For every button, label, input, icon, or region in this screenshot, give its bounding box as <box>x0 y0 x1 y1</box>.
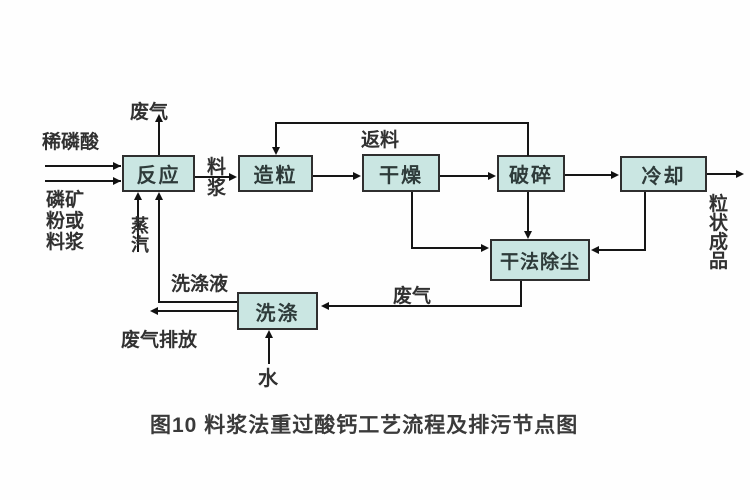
flow-line-reaction-granulation <box>195 176 231 178</box>
label-water: 水 <box>258 368 278 390</box>
arrowhead-acid-feed <box>113 162 121 170</box>
flow-line-steam <box>137 200 139 252</box>
node-washing: 洗涤 <box>237 292 318 330</box>
flow-line-cooling-dedust-v <box>644 192 646 250</box>
label-slurry: 料浆 <box>207 157 227 199</box>
flow-line-dedust-wash-v <box>520 281 522 307</box>
label-washing-liquid: 洗涤液 <box>171 274 229 295</box>
flow-line-washliquid-h <box>158 301 237 303</box>
node-reaction: 反应 <box>122 155 195 192</box>
arrowhead-discharge <box>150 307 158 315</box>
arrowhead-washliquid-reaction <box>155 192 163 200</box>
arrowhead-dedust-wash <box>321 302 329 310</box>
node-drying: 干燥 <box>362 154 440 192</box>
flow-line-crushing-dedust <box>527 192 529 233</box>
arrowhead-cooling-product <box>736 170 744 178</box>
arrowhead-drying-dedust <box>481 244 489 252</box>
label-dilute-phosphoric-acid: 稀磷酸 <box>42 132 100 153</box>
flow-line-dedust-wash-h <box>329 305 522 307</box>
flow-line-granulation-drying <box>313 175 355 177</box>
flow-line-discharge <box>158 310 237 312</box>
arrowhead-water-washing <box>265 330 273 338</box>
arrowhead-rock-feed <box>113 177 121 185</box>
label-waste-gas-bottom: 废气 <box>393 286 432 307</box>
flow-line-recycle-across <box>275 122 529 124</box>
arrowhead-reaction-granulation <box>229 173 237 181</box>
flow-line-water <box>268 338 270 364</box>
arrowhead-crushing-cooling <box>611 171 619 179</box>
arrowhead-recycle-granulation <box>272 147 280 155</box>
flow-line-drying-dedust-h <box>411 247 483 249</box>
arrowhead-drying-crushing <box>488 172 496 180</box>
arrowhead-wastegas-up <box>155 114 163 122</box>
label-waste-gas-discharge: 废气排放 <box>121 330 198 351</box>
arrowhead-granulation-drying <box>353 172 361 180</box>
arrowhead-cooling-dedust <box>591 246 599 254</box>
label-return-material: 返料 <box>361 130 400 151</box>
flow-line-recycle-rise <box>527 122 529 156</box>
label-steam: 蒸汽 <box>131 216 149 255</box>
flow-line-drying-dedust-v <box>411 192 413 249</box>
flow-line-recycle-drop <box>275 122 277 148</box>
label-phosphate-rock-or-slurry: 磷矿粉或料浆 <box>46 190 85 253</box>
flow-line-drying-crushing <box>440 175 490 177</box>
flow-line-cooling-dedust-h <box>599 249 646 251</box>
figure-caption: 图10 料浆法重过酸钙工艺流程及排污节点图 <box>150 414 579 437</box>
arrowhead-steam-reaction <box>134 192 142 200</box>
label-waste-gas-top: 废气 <box>130 102 169 123</box>
node-crushing: 破碎 <box>497 155 565 192</box>
flow-line-cooling-product <box>707 173 738 175</box>
flow-line-acid-feed <box>45 165 121 167</box>
node-granulation: 造粒 <box>238 155 313 192</box>
flow-line-crushing-cooling <box>565 174 613 176</box>
flow-line-washliquid-v <box>158 200 160 303</box>
flow-line-rock-feed <box>45 180 121 182</box>
node-dry-dedusting: 干法除尘 <box>490 239 590 281</box>
node-cooling: 冷却 <box>620 156 707 192</box>
flow-line-wastegas-up <box>158 120 160 155</box>
arrowhead-crushing-dedust <box>524 231 532 239</box>
label-granular-product: 粒状成品 <box>709 194 729 272</box>
